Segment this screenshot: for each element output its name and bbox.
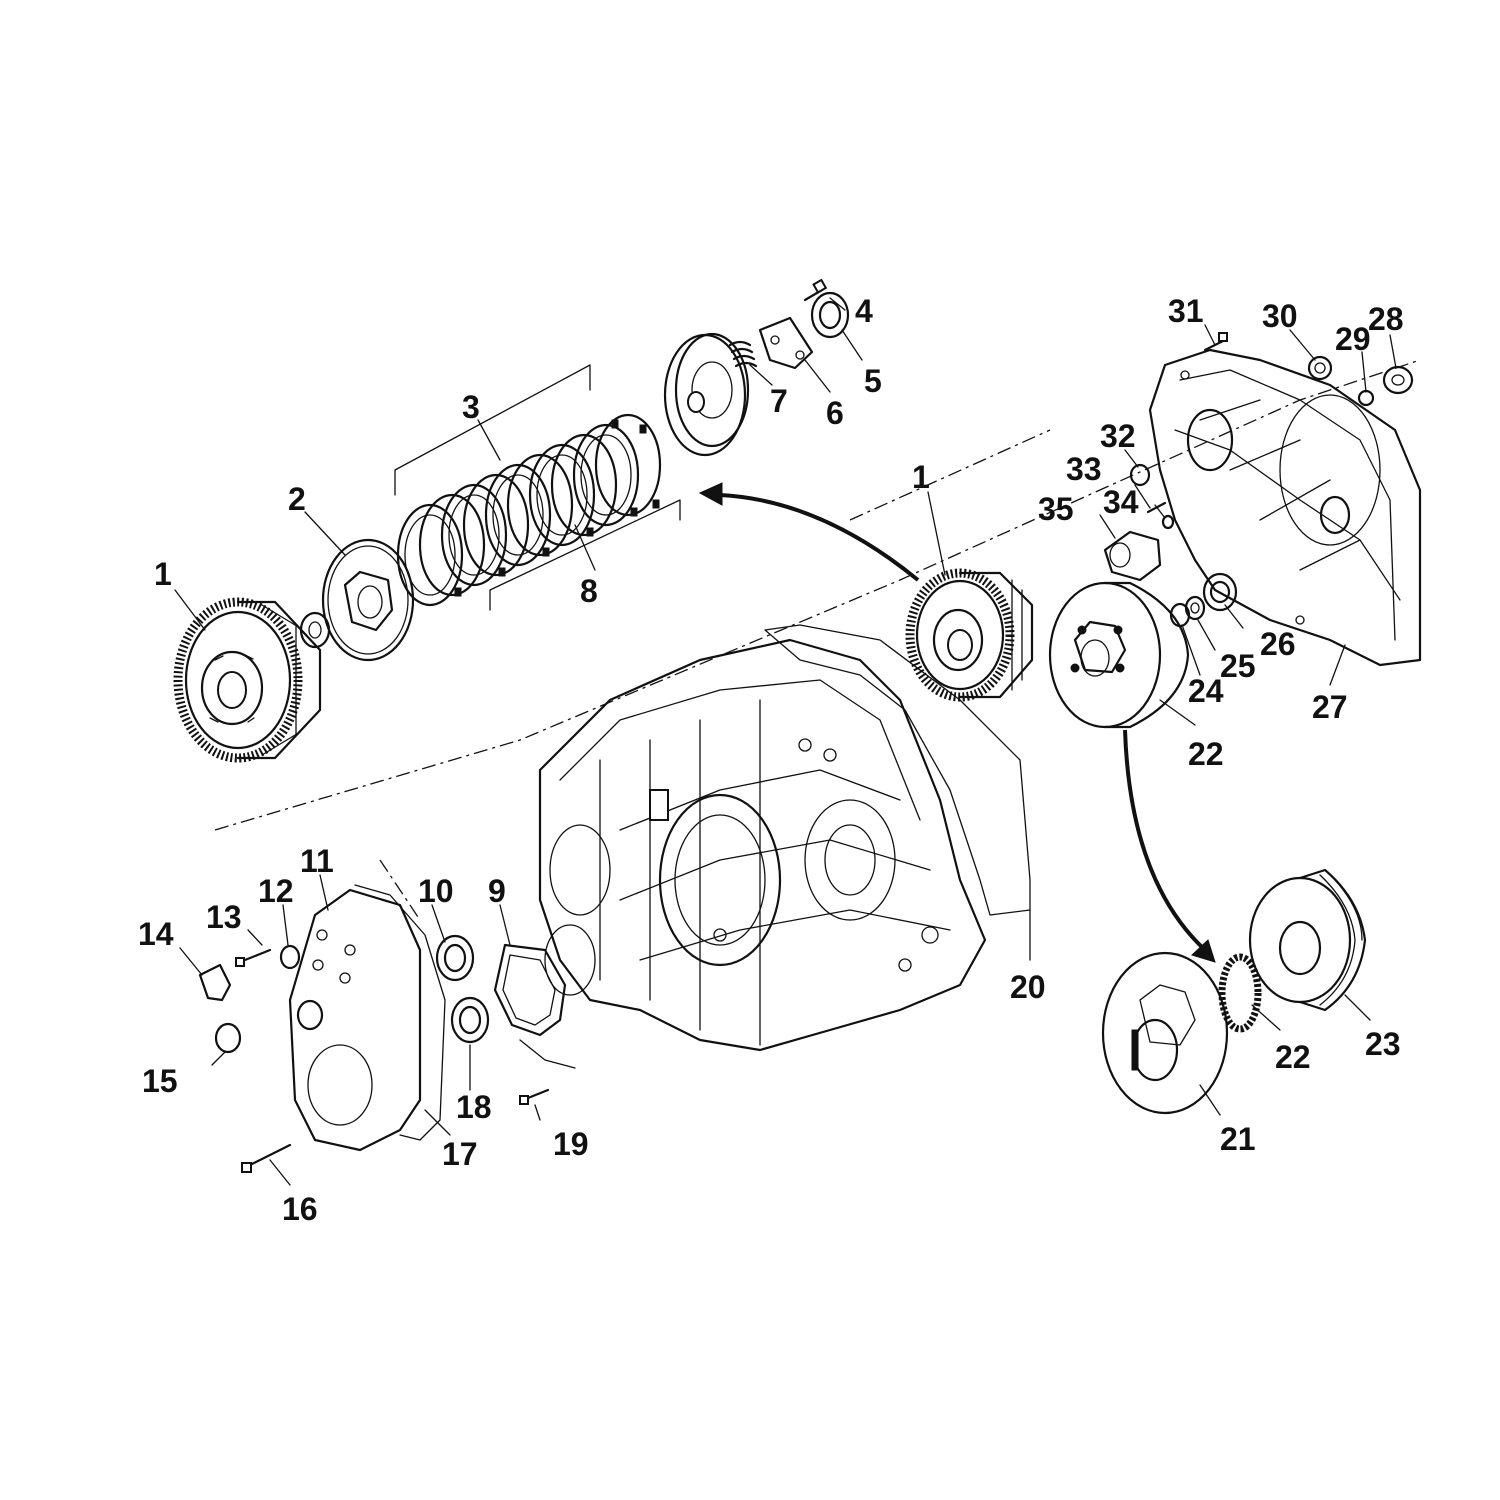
leader-lines xyxy=(174,297,1397,1186)
part-18-bearing xyxy=(450,996,490,1044)
part-15-o-ring xyxy=(214,1022,242,1054)
part-20-crankcase xyxy=(538,624,1031,1052)
callout-7: 7 xyxy=(770,383,788,419)
callout-27: 27 xyxy=(1312,689,1348,725)
bolt-group-bracket xyxy=(519,1039,576,1069)
callout-11: 11 xyxy=(300,843,334,879)
part-10-bearing xyxy=(435,934,475,982)
part-2-clutch-disc xyxy=(321,538,415,662)
part-22-clutch-carrier-upper xyxy=(1048,581,1190,729)
callout-2: 2 xyxy=(288,481,306,517)
callout-10: 10 xyxy=(418,873,454,909)
part-19-bolt xyxy=(519,1088,550,1105)
callout-28: 28 xyxy=(1368,301,1404,337)
part-9-gasket xyxy=(493,943,567,1037)
callout-22-lower: 22 xyxy=(1275,1039,1311,1075)
part-34-o-ring xyxy=(1161,514,1175,530)
part-27-side-cover xyxy=(1148,348,1422,667)
callout-1-right: 1 xyxy=(912,459,930,495)
callout-29: 29 xyxy=(1335,321,1371,357)
part-31-bolt xyxy=(1203,332,1228,352)
callout-3: 3 xyxy=(462,389,480,425)
direction-arrow-lower xyxy=(1123,729,1216,963)
part-11-cover xyxy=(288,888,422,1152)
part-12-seal xyxy=(279,944,301,970)
part-1-clutch-basket-right xyxy=(905,568,1034,702)
callout-22-upper: 22 xyxy=(1188,736,1224,772)
part-4-bolt xyxy=(803,278,828,302)
part-35-housing xyxy=(1103,530,1162,582)
pressure-plate xyxy=(663,332,750,457)
callout-8: 8 xyxy=(580,573,598,609)
part-22-sprag-ring xyxy=(1218,953,1262,1033)
part-1-clutch-basket-left xyxy=(173,597,322,763)
part-7-spring xyxy=(728,340,758,368)
callout-4: 4 xyxy=(855,293,873,329)
callout-25: 25 xyxy=(1220,648,1256,684)
callout-12: 12 xyxy=(258,873,294,909)
callout-18: 18 xyxy=(456,1089,492,1125)
centerline-assembly-axis xyxy=(214,359,1421,921)
callout-13: 13 xyxy=(206,899,242,935)
part-17-cover-gasket xyxy=(354,884,446,1141)
callout-19: 19 xyxy=(553,1126,589,1162)
part-28-cap xyxy=(1382,365,1414,395)
callout-24: 24 xyxy=(1188,673,1224,709)
callout-32: 32 xyxy=(1100,418,1136,454)
callout-23: 23 xyxy=(1365,1026,1401,1062)
callout-9: 9 xyxy=(488,873,506,909)
part-6-retainer-plate xyxy=(758,316,814,370)
part-3-clutch-plate-stack xyxy=(394,364,681,611)
callout-16: 16 xyxy=(282,1191,318,1227)
callout-6: 6 xyxy=(826,395,844,431)
callout-17: 17 xyxy=(442,1136,478,1172)
direction-arrow-upper xyxy=(698,482,920,582)
callout-20: 20 xyxy=(1010,969,1046,1005)
part-30-seal xyxy=(1307,355,1333,381)
part-25-bearing-small xyxy=(1184,595,1206,621)
callout-33: 33 xyxy=(1066,451,1102,487)
callout-21: 21 xyxy=(1220,1121,1256,1157)
part-5-bearing xyxy=(810,291,850,339)
part-29-washer xyxy=(1357,389,1375,407)
callout-14: 14 xyxy=(138,916,174,952)
callout-30: 30 xyxy=(1262,298,1298,334)
callout-15: 15 xyxy=(142,1063,178,1099)
part-16-bolt xyxy=(241,1143,292,1173)
callout-1-left: 1 xyxy=(154,556,172,592)
callout-26: 26 xyxy=(1260,626,1296,662)
callout-5: 5 xyxy=(864,363,882,399)
callout-31: 31 xyxy=(1168,293,1204,329)
part-13-bolt xyxy=(235,948,272,967)
part-32-dowel xyxy=(1129,463,1151,487)
callout-34: 34 xyxy=(1103,484,1139,520)
part-21-clutch-carrier-lower xyxy=(1101,951,1229,1115)
part-26-bearing xyxy=(1202,572,1238,612)
part-23-clutch-drum xyxy=(1248,868,1367,1012)
callout-labels: 1 2 3 4 5 6 7 8 1 9 10 11 12 13 14 15 16… xyxy=(138,293,1404,1227)
callout-35: 35 xyxy=(1038,491,1074,527)
part-14-sensor xyxy=(198,963,232,1002)
